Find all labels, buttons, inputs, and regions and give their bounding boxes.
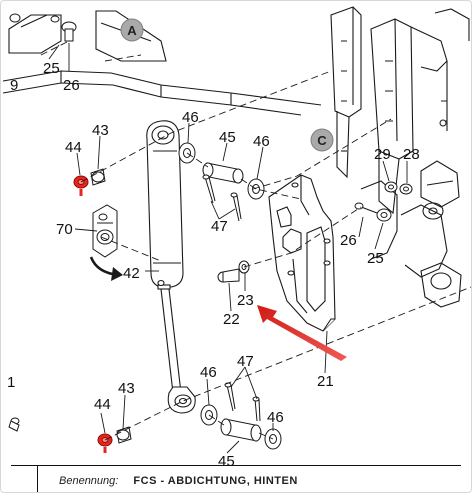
grease-nipple-44-bottom	[97, 433, 113, 453]
callout-25-right: 25	[367, 250, 384, 267]
upper-frame-structure	[2, 10, 322, 116]
cotter-pin-47-top	[202, 174, 242, 222]
bolt-43-bottom	[116, 426, 132, 444]
washer-46-top-right	[247, 178, 265, 200]
callout-70: 70	[56, 221, 73, 238]
callout-25-top: 25	[43, 60, 60, 77]
callout-46-top-left: 46	[182, 109, 199, 126]
title-block-label: Benennung:	[59, 475, 119, 487]
footer-divider	[37, 465, 38, 492]
callout-45-bottom: 45	[218, 453, 235, 470]
callout-22: 22	[223, 311, 240, 328]
badge-c: C	[310, 128, 334, 152]
title-block: Benennung: FCS - ABDICHTUNG, HINTEN	[59, 475, 298, 487]
badge-c-label: C	[317, 133, 327, 148]
bolt-22	[217, 268, 240, 283]
callout-29: 29	[374, 146, 391, 163]
callout-26-top: 26	[63, 77, 80, 94]
footer-rule	[11, 465, 461, 466]
callout-47-bottom: 47	[237, 353, 254, 370]
badge-a-label: A	[127, 23, 137, 38]
hydraulic-cylinder-42	[146, 120, 196, 414]
pin-45-bottom	[220, 418, 262, 442]
valve-part-70	[92, 204, 118, 258]
callout-44-top: 44	[65, 139, 82, 156]
direction-arrow-70-to-42	[89, 256, 123, 281]
callout-28: 28	[403, 146, 420, 163]
bolt-26-25	[354, 202, 392, 222]
callout-numbers: 9 25 26 46 43 44 45 46 47 70 42 22 23 29…	[7, 60, 420, 470]
callout-42: 42	[123, 265, 140, 282]
callout-45-top: 45	[219, 129, 236, 146]
callout-47-top: 47	[211, 218, 228, 235]
callout-9: 9	[10, 77, 18, 94]
callout-46-bottom-right: 46	[267, 409, 284, 426]
callout-46-bottom-left: 46	[200, 364, 217, 381]
callout-44-bottom: 44	[94, 396, 111, 413]
assembly-dashed-lines	[40, 40, 471, 441]
callout-26-right: 26	[340, 232, 357, 249]
callout-23: 23	[237, 292, 254, 309]
callout-43-top: 43	[92, 122, 109, 139]
bracket-plate-21	[268, 174, 336, 332]
callout-1: 1	[7, 374, 15, 391]
leader-lines	[48, 43, 408, 454]
cotter-pin-47-bottom	[224, 382, 261, 422]
title-block-value: FCS - ABDICHTUNG, HINTEN	[133, 475, 298, 487]
right-bracket-structure	[330, 6, 470, 308]
bolt-left-edge	[8, 417, 20, 432]
callout-43-bottom: 43	[118, 380, 135, 397]
callout-46-top-right: 46	[253, 133, 270, 150]
bolt-29-28	[384, 119, 447, 195]
bolt-43-top	[90, 168, 106, 186]
red-highlight-arrow	[257, 305, 347, 361]
callout-21: 21	[317, 373, 334, 390]
badge-a: A	[120, 18, 144, 42]
pin-45-top	[202, 162, 244, 184]
bolt-top-left	[9, 13, 77, 42]
